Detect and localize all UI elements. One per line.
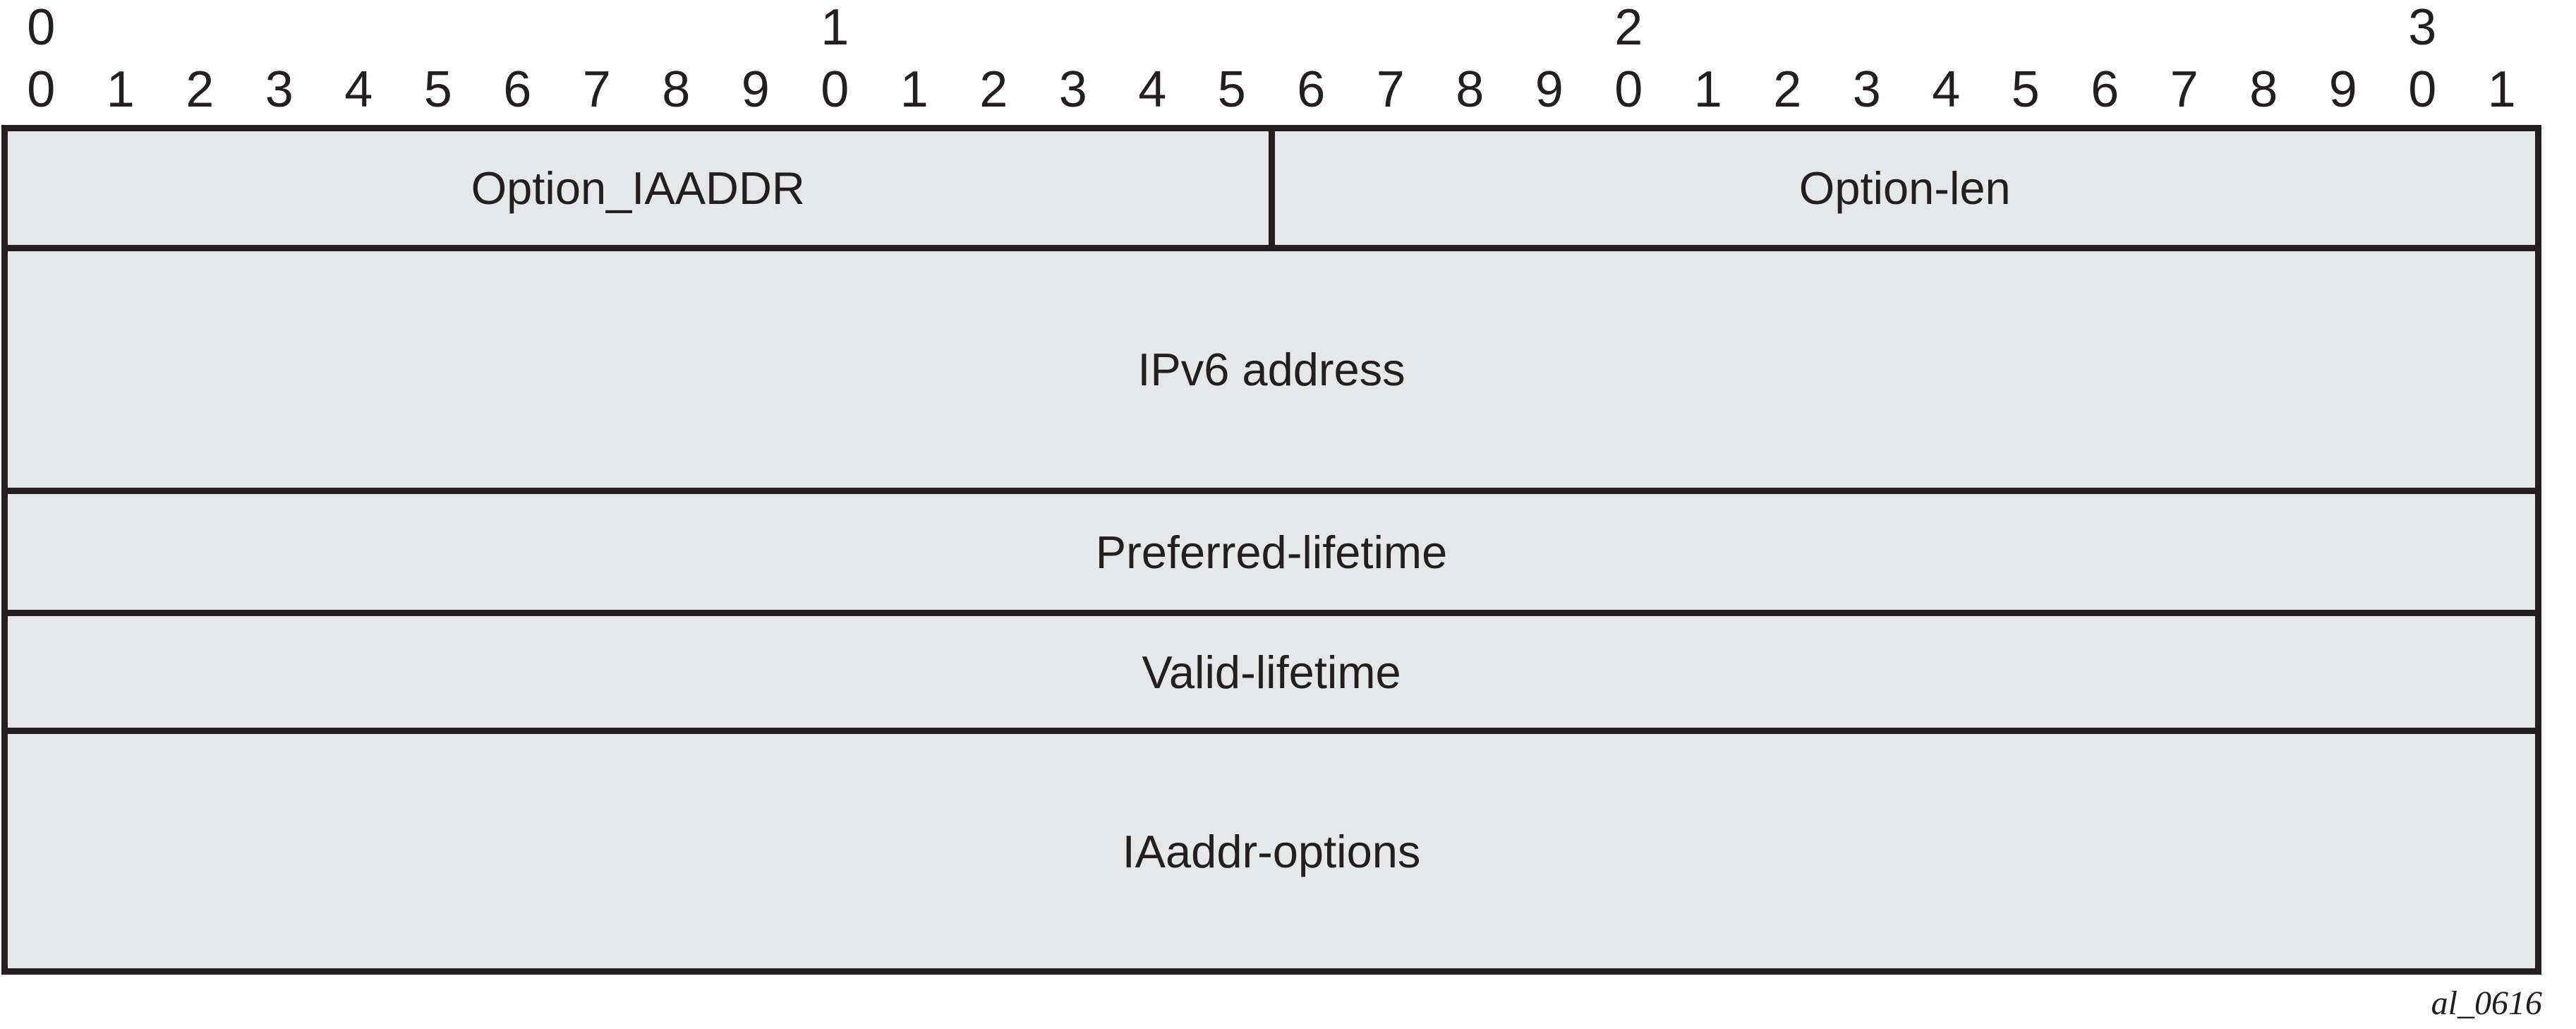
field-row: Option_IAADDR Option-len [8, 131, 2535, 245]
bit-number: 0 [821, 61, 849, 118]
bit-number: 3 [265, 61, 294, 118]
bit-number: 1 [1693, 61, 1722, 118]
field-label: Option_IAADDR [471, 162, 805, 214]
bit-number: 6 [503, 61, 532, 118]
figure-id: al_0616 [2431, 985, 2542, 1022]
bit-number: 9 [741, 61, 770, 118]
field-label: Preferred-lifetime [1095, 526, 1448, 578]
field-label: Valid-lifetime [1142, 646, 1401, 698]
bit-number: 7 [2170, 61, 2199, 118]
bit-ruler-groups: 0 1 2 3 [1, 0, 2541, 56]
bit-number: 3 [1852, 61, 1881, 118]
bit-number: 9 [2328, 61, 2357, 118]
field-row: IAaddr-options [8, 734, 2535, 968]
bit-number: 8 [2249, 61, 2278, 118]
field-label: Option-len [1798, 162, 2011, 214]
bit-number: 3 [1058, 61, 1087, 118]
bit-number: 1 [2487, 61, 2516, 118]
bit-number: 0 [27, 61, 56, 118]
bit-group-label: 0 [27, 0, 56, 56]
bit-group-label: 1 [821, 0, 849, 56]
bit-number: 7 [1376, 61, 1405, 118]
field-row: IPv6 address [8, 251, 2535, 488]
bit-number: 2 [186, 61, 214, 118]
bit-number: 2 [1773, 61, 1802, 118]
bit-number: 0 [2408, 61, 2437, 118]
bit-number: 4 [344, 61, 373, 118]
field-row: Preferred-lifetime [8, 494, 2535, 610]
field-preferred-lifetime: Preferred-lifetime [8, 494, 2535, 610]
bit-number: 2 [979, 61, 1008, 118]
bit-number: 8 [662, 61, 691, 118]
bit-number: 5 [423, 61, 452, 118]
field-iaaddr-options: IAaddr-options [8, 734, 2535, 968]
bit-number: 8 [1456, 61, 1484, 118]
field-row: Valid-lifetime [8, 616, 2535, 728]
bit-number: 1 [900, 61, 929, 118]
bit-group-label: 2 [1614, 0, 1643, 56]
bit-number: 4 [1138, 61, 1167, 118]
field-option-iaaddr: Option_IAADDR [8, 131, 1269, 245]
bit-number: 9 [1535, 61, 1564, 118]
field-valid-lifetime: Valid-lifetime [8, 616, 2535, 728]
bit-number: 6 [2091, 61, 2120, 118]
bit-number: 1 [106, 61, 135, 118]
field-ipv6-address: IPv6 address [8, 251, 2535, 488]
field-label: IPv6 address [1137, 344, 1405, 395]
bit-number: 7 [582, 61, 611, 118]
bit-number: 5 [1217, 61, 1246, 118]
field-label: IAaddr-options [1122, 825, 1421, 877]
field-option-len: Option-len [1274, 131, 2535, 245]
bit-number: 5 [2011, 61, 2040, 118]
bit-number: 0 [1614, 61, 1643, 118]
bit-number: 6 [1297, 61, 1326, 118]
bit-group-label: 3 [2408, 0, 2437, 56]
bit-number: 4 [1932, 61, 1961, 118]
